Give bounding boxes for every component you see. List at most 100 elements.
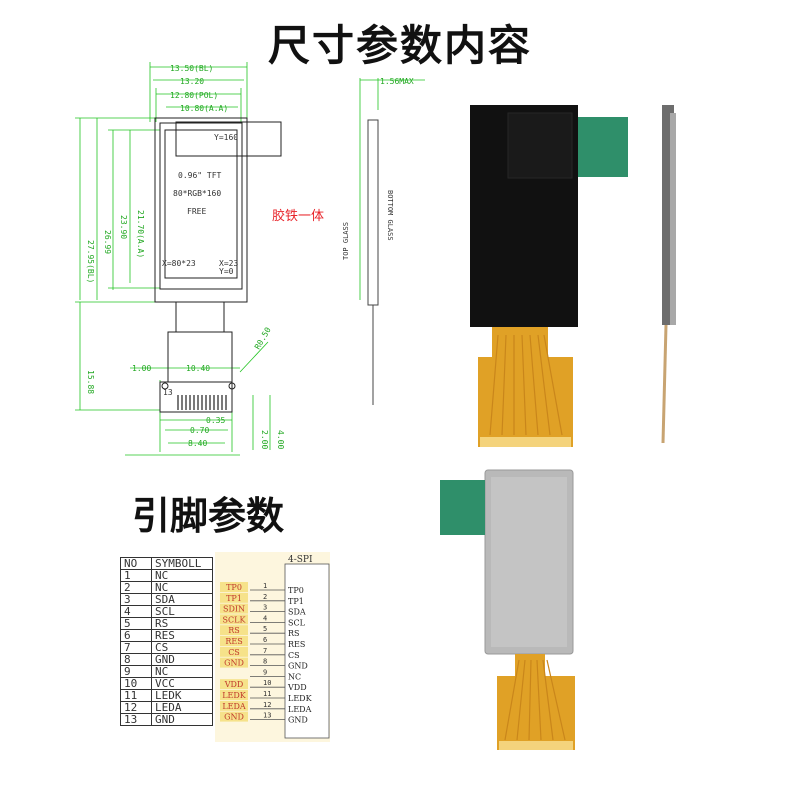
product-back-photo [440,469,575,750]
pin-symbol: GND [151,653,213,666]
spi-signal-label: GND [224,659,244,668]
gold-fingers [480,437,571,447]
fpc-tail [497,676,575,750]
pin-symbol: NC [151,665,213,678]
spi-signal-highlight [220,646,248,657]
screen-line: Y=0 [219,267,234,276]
dim-label-top: 12.80(POL) [170,91,218,100]
back-plate [491,477,567,647]
spi-signal-label: RES [225,637,242,646]
spi-pin-label: CS [288,651,300,660]
dimension-lines [75,62,425,456]
pin-no: 11 [120,689,152,702]
fpc-neck [515,654,545,676]
pin-no: 13 [120,713,152,726]
protective-tab [440,480,485,535]
header-no: NO [120,557,152,570]
pin-symbol: RES [151,629,213,642]
spi-signal-label: SCLK [223,615,247,624]
spi-signal-highlight [220,711,248,722]
dim-label-bottom: 8.40 [188,439,207,448]
spi-signal-label: TP1 [226,594,242,603]
spi-pin-number: 10 [263,679,271,687]
spi-pin-number: 4 [263,614,267,622]
dim-label-bottom: 1.00 [132,364,151,373]
bottom-glass-label: BOTTOM GLASS [386,190,394,241]
spi-signal-highlight [220,603,248,614]
pin-symbol: LEDA [151,701,213,714]
screen-line: FREE [187,207,206,216]
spi-signal-highlight [220,700,248,711]
pin-symbol: GND [151,713,213,726]
spi-pin-number: 1 [263,582,267,590]
dim-label-left: 21.70(A.A) [136,210,145,258]
spi-signal-label: RS [228,626,240,635]
screen-line: Y=160 [214,133,238,142]
panel-outline [154,117,282,413]
dim-label-top: 13.50(BL) [170,64,213,73]
screen-line: X=80*23 [162,259,196,268]
spi-pin-number: 6 [263,636,267,644]
spi-signal-label: GND [224,713,244,722]
spi-header: 4-SPI [288,555,313,565]
pin-no: 5 [120,617,152,630]
dim-label-left: 23.90 [119,215,128,239]
spi-pin-number: 12 [263,701,271,709]
pin-no: 9 [120,665,152,678]
protective-tab [578,117,628,177]
table-header-row: NO SYMBOLL [120,557,213,570]
radius-label: R0.50 [253,325,273,351]
spi-pin-label: NC [288,672,301,681]
pin-mark: 13 [163,388,173,397]
dim-label-bottom: 0.70 [190,426,209,435]
spi-signal-highlight [220,582,248,592]
spi-signal-label: VDD [224,680,244,689]
spi-signal-highlight [220,614,248,625]
spi-pin-label: GND [288,716,308,725]
dim-label-bottom: 0.35 [206,416,225,425]
spi-signal-label: LEDK [222,691,247,700]
spi-pin-number: 11 [263,690,271,698]
dim-label-right: 4.00 [276,430,285,449]
pin-symbol: SDA [151,593,213,606]
spi-signal-highlight [220,636,248,646]
spi-pin-label: RES [288,640,305,649]
spi-pin-label: LEDA [288,705,312,714]
spi-pin-label: VDD [287,683,307,692]
dim-label-top: 13.20 [180,77,204,86]
spi-pin-number: 2 [263,593,267,601]
pin-no: 2 [120,581,152,594]
size-params-title: 尺寸参数内容 [267,21,532,70]
spi-connector-box [284,563,330,739]
spi-pin-label: TP0 [288,586,304,595]
gold-fingers [499,741,573,750]
dim-label-right: 2.00 [260,430,269,449]
spi-signal-highlight [220,592,248,603]
panel-reflection [507,112,573,179]
side-fpc [661,324,668,444]
side-view [367,119,379,405]
dim-label-left: 26.99 [103,230,112,254]
screen-line: 0.96" TFT [178,171,222,180]
pin-no: 4 [120,605,152,618]
pin-no: 6 [120,629,152,642]
spi-pin-number: 9 [263,668,267,676]
spi-pin-label: TP1 [288,597,304,606]
pin-no: 10 [120,677,152,690]
spi-pin-number: 5 [263,625,267,633]
fpc-traces [504,659,566,741]
pin-symbol: LEDK [151,689,213,702]
side-edge [670,113,676,325]
